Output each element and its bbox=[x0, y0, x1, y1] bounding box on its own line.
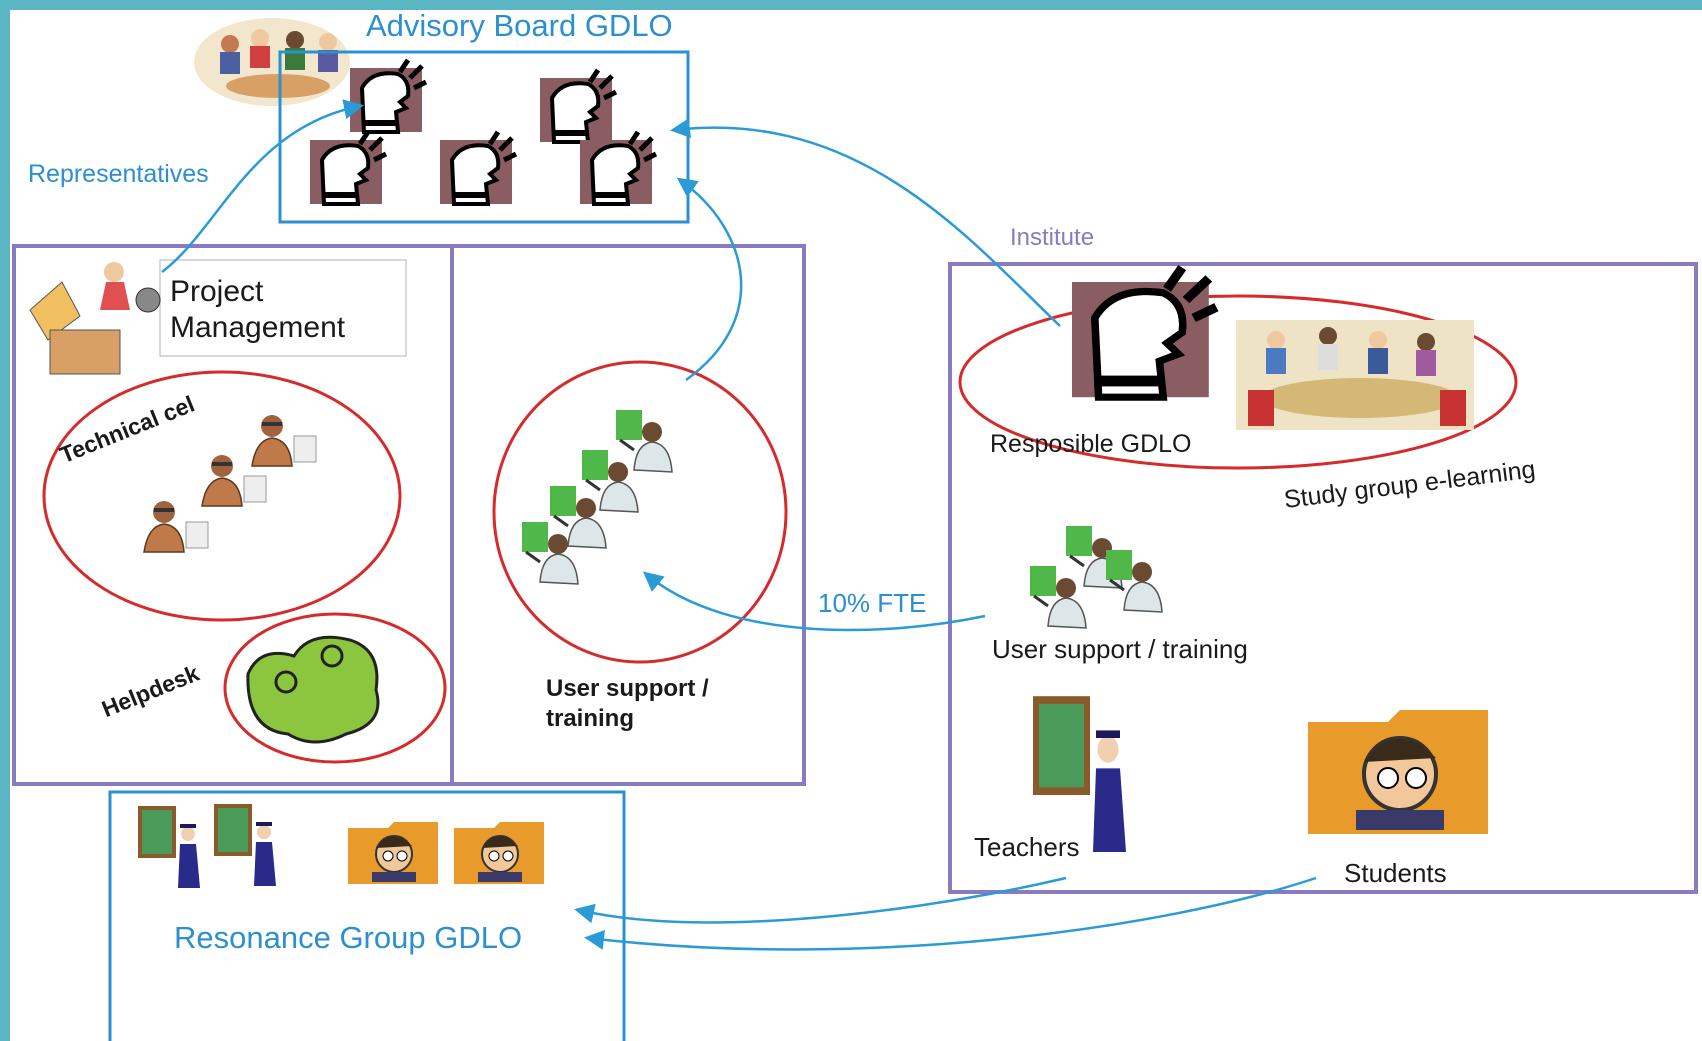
teacher-clipart bbox=[1036, 700, 1126, 852]
helpdesk-ellipse bbox=[223, 612, 447, 764]
institute-user-support-label: User support / training bbox=[992, 634, 1248, 664]
board-members bbox=[310, 60, 656, 204]
project-user-support-ellipse bbox=[492, 360, 788, 664]
students-to-resonance-arrow bbox=[584, 876, 1317, 951]
governance-ellipse bbox=[958, 294, 1518, 470]
resonance-group-box bbox=[108, 790, 626, 1041]
representatives-arrow bbox=[161, 99, 364, 273]
trainers-clipart bbox=[520, 408, 674, 586]
institute-trainers-clipart bbox=[1028, 524, 1164, 630]
students-label: Students bbox=[1344, 858, 1447, 888]
manager-clipart bbox=[29, 262, 161, 375]
support-to-board-arrow bbox=[676, 177, 743, 382]
study-group-clipart bbox=[1236, 320, 1474, 430]
resonance-teachers-clipart bbox=[138, 804, 278, 890]
meeting-clipart bbox=[194, 18, 350, 106]
responsible-gdlo-clipart bbox=[1072, 268, 1216, 398]
representatives-label: Representatives bbox=[28, 160, 209, 188]
fte-arrow bbox=[642, 571, 986, 632]
project-right-box bbox=[450, 244, 806, 786]
technical-cell-ellipse bbox=[42, 370, 402, 622]
advisory-board-title: Advisory Board GDLO bbox=[366, 10, 673, 43]
institute-box bbox=[948, 262, 1698, 894]
management-label-box bbox=[159, 259, 407, 357]
teachers-label: Teachers bbox=[974, 832, 1080, 862]
diagram-canvas: Advisory Board GDLO Representatives Proj… bbox=[10, 10, 1702, 1041]
resonance-students-clipart bbox=[347, 821, 545, 885]
project-management-label: Project Management bbox=[170, 275, 346, 344]
project-user-support-label: User support / training bbox=[546, 675, 709, 732]
responsible-to-board-arrow bbox=[670, 118, 1061, 327]
resonance-group-title: Resonance Group GDLO bbox=[174, 920, 523, 955]
helpdesk-clipart bbox=[246, 635, 380, 744]
technicians-clipart bbox=[143, 414, 317, 553]
teachers-to-resonance-arrow bbox=[574, 876, 1067, 924]
student-clipart bbox=[1306, 708, 1490, 836]
fte-label: 10% FTE bbox=[818, 588, 927, 618]
relation-arrows bbox=[161, 99, 1317, 951]
institute-title: Institute bbox=[1010, 224, 1095, 251]
org-diagram bbox=[12, 18, 1698, 1041]
responsible-gdlo-label: Resposible GDLO bbox=[990, 430, 1192, 458]
